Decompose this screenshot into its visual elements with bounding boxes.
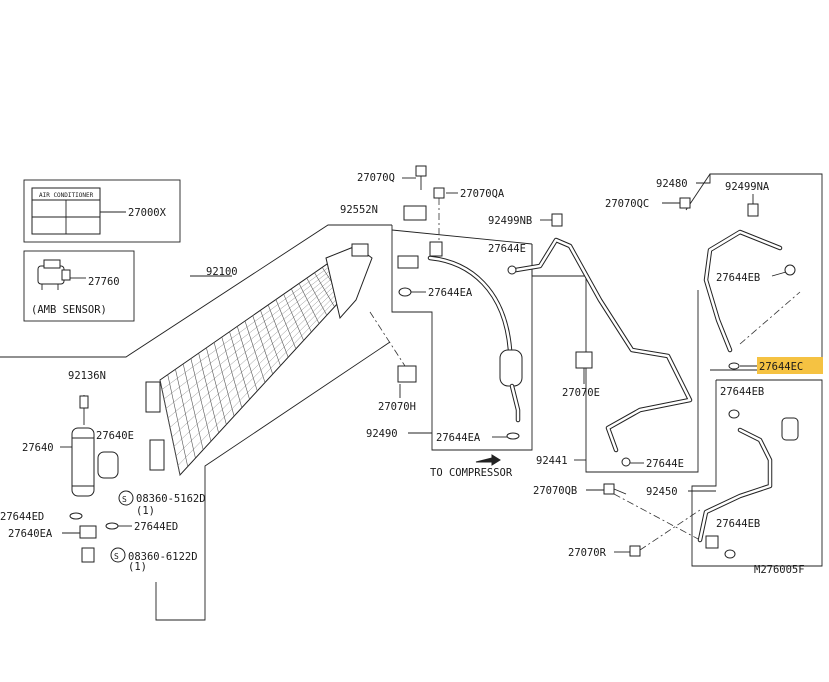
callout-92450: 92450 — [646, 486, 678, 498]
condenser-fin-cross — [177, 287, 349, 466]
highlight-27644ec — [757, 357, 823, 374]
callout-27000x: 27000X — [128, 207, 167, 219]
callout-92552n: 92552N — [340, 204, 378, 216]
drawing-id: M276005F — [754, 564, 805, 576]
callout-27070h: 27070H — [378, 401, 416, 413]
callout-27070r: 27070R — [568, 547, 607, 559]
callout-27070e: 27070E — [562, 387, 600, 399]
callout-92480: 92480 — [656, 178, 688, 190]
discharge-hose-group: 27070Q 27070QA 92552N 27644EA 27070H 924… — [340, 165, 533, 479]
condenser-fin-cross — [161, 264, 333, 390]
condenser-fin-cross — [167, 273, 339, 419]
callout-08360-6122d: 08360-6122D — [128, 551, 198, 563]
to-compressor-label: TO COMPRESSOR — [430, 467, 513, 479]
callout-27640: 27640 — [22, 442, 54, 454]
condenser-fin-cross — [173, 281, 345, 447]
condenser-fin-cross — [169, 275, 341, 428]
bolt-group: 27070QB 27070R — [533, 483, 701, 559]
amb-sensor-label: (AMB SENSOR) — [31, 304, 107, 316]
callout-27644e-1: 27644E — [488, 243, 526, 255]
hose-92480-group: 92480 92499NA 27070QC 27644EB 27644EC — [605, 173, 823, 374]
callout-92441: 92441 — [536, 455, 568, 467]
callout-27644ed-1: 27644ED — [0, 511, 44, 523]
callout-27760: 27760 — [88, 276, 120, 288]
callout-27644ea-2: 27644EA — [436, 432, 481, 444]
condenser-fin-cross — [165, 270, 337, 409]
amb-sensor-part — [37, 259, 71, 290]
s-symbol-a: S — [122, 495, 127, 504]
callout-08360-5162d: 08360-5162D — [136, 493, 206, 505]
callout-27644eb-2: 27644EB — [720, 386, 764, 398]
air-conditioner-label-text: AIR CONDITIONER — [39, 192, 94, 199]
callout-27644eb-1: 27644EB — [716, 272, 760, 284]
hose-92450-group: 27644EB 92450 27644EB — [646, 379, 823, 567]
condenser-fin-cross — [175, 284, 347, 457]
pipe-92441-group: 92499NB 27644E 27070E 92441 27644E — [488, 213, 699, 473]
callout-27644ed-2: 27644ED — [134, 521, 178, 533]
callout-27640e: 27640E — [96, 430, 134, 442]
to-compressor-arrow-icon — [475, 454, 501, 466]
callout-92100: 92100 — [206, 266, 238, 278]
condenser-core — [145, 243, 373, 477]
callout-92490: 92490 — [366, 428, 398, 440]
callout-27070qb: 27070QB — [533, 485, 577, 497]
callout-92499na: 92499NA — [725, 181, 770, 193]
condenser-fin-cross — [163, 267, 335, 400]
qty-1-a: (1) — [136, 505, 155, 517]
callout-27640ea: 27640EA — [8, 528, 53, 540]
amb-sensor-box: 27760 (AMB SENSOR) — [23, 250, 135, 322]
receiver-drier: 92136N 27640 27640E 27644ED 27644ED 2764… — [0, 370, 206, 573]
label-box-27000x: AIR CONDITIONER 27000X — [23, 179, 181, 243]
callout-27644ea-1: 27644EA — [428, 287, 473, 299]
callout-27070q: 27070Q — [357, 172, 395, 184]
callout-92136n: 92136N — [68, 370, 106, 382]
s-symbol-b: S — [114, 552, 119, 561]
callout-92499nb: 92499NB — [488, 215, 532, 227]
qty-1-b: (1) — [128, 561, 147, 573]
callout-27644ec: 27644EC — [759, 361, 803, 373]
condenser-fin-cross — [171, 278, 343, 438]
callout-27644e-2: 27644E — [646, 458, 684, 470]
callout-27644eb-3: 27644EB — [716, 518, 760, 530]
callout-27070qa: 27070QA — [460, 188, 505, 200]
callout-27070qc: 27070QC — [605, 198, 649, 210]
condenser-frame: 92100 — [0, 224, 392, 621]
